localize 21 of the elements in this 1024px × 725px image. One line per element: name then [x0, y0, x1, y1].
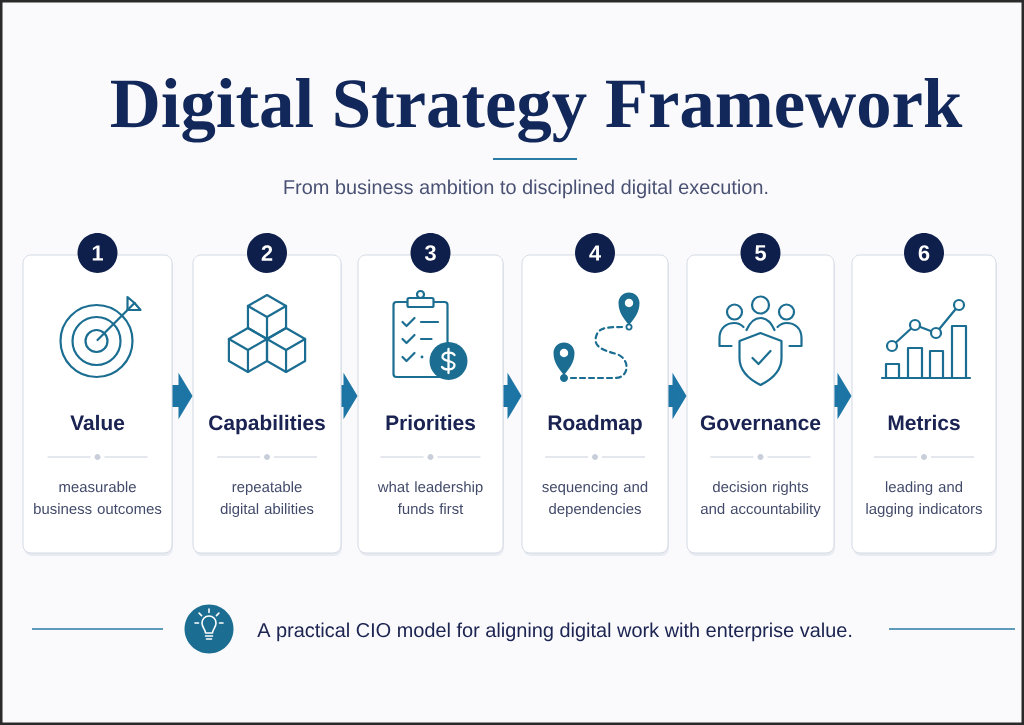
number-badge: 5 [740, 233, 781, 273]
card-description: what leadership funds first [377, 481, 483, 515]
card-title: Capabilities [209, 414, 325, 435]
number-badge: 4 [575, 233, 615, 273]
card-title: Priorities [386, 414, 475, 431]
tagline: A practical CIO model for aligning digital work with enterprise value. [257, 622, 852, 642]
card-description: leading and lagging indicators [866, 481, 982, 518]
card-title: Governance [700, 415, 821, 431]
number-badge: 1 [77, 233, 118, 273]
card-title: Metrics [888, 414, 960, 431]
number-badge: 3 [410, 233, 451, 273]
card-description: decision rights and accountability [700, 481, 821, 518]
card-description: repeatable digital abilities [220, 481, 314, 518]
title: Digital Strategy Framework [111, 77, 963, 143]
number-badge: 2 [247, 233, 287, 273]
card-description: sequencing and dependencies [542, 481, 648, 518]
card-title: Value [70, 414, 125, 431]
subtitle: From business ambition to disciplined digital execution. [284, 179, 768, 199]
card-title: Roadmap [548, 414, 642, 435]
number-badge: 6 [904, 233, 944, 273]
card-description: measurable business outcomes [34, 481, 162, 515]
